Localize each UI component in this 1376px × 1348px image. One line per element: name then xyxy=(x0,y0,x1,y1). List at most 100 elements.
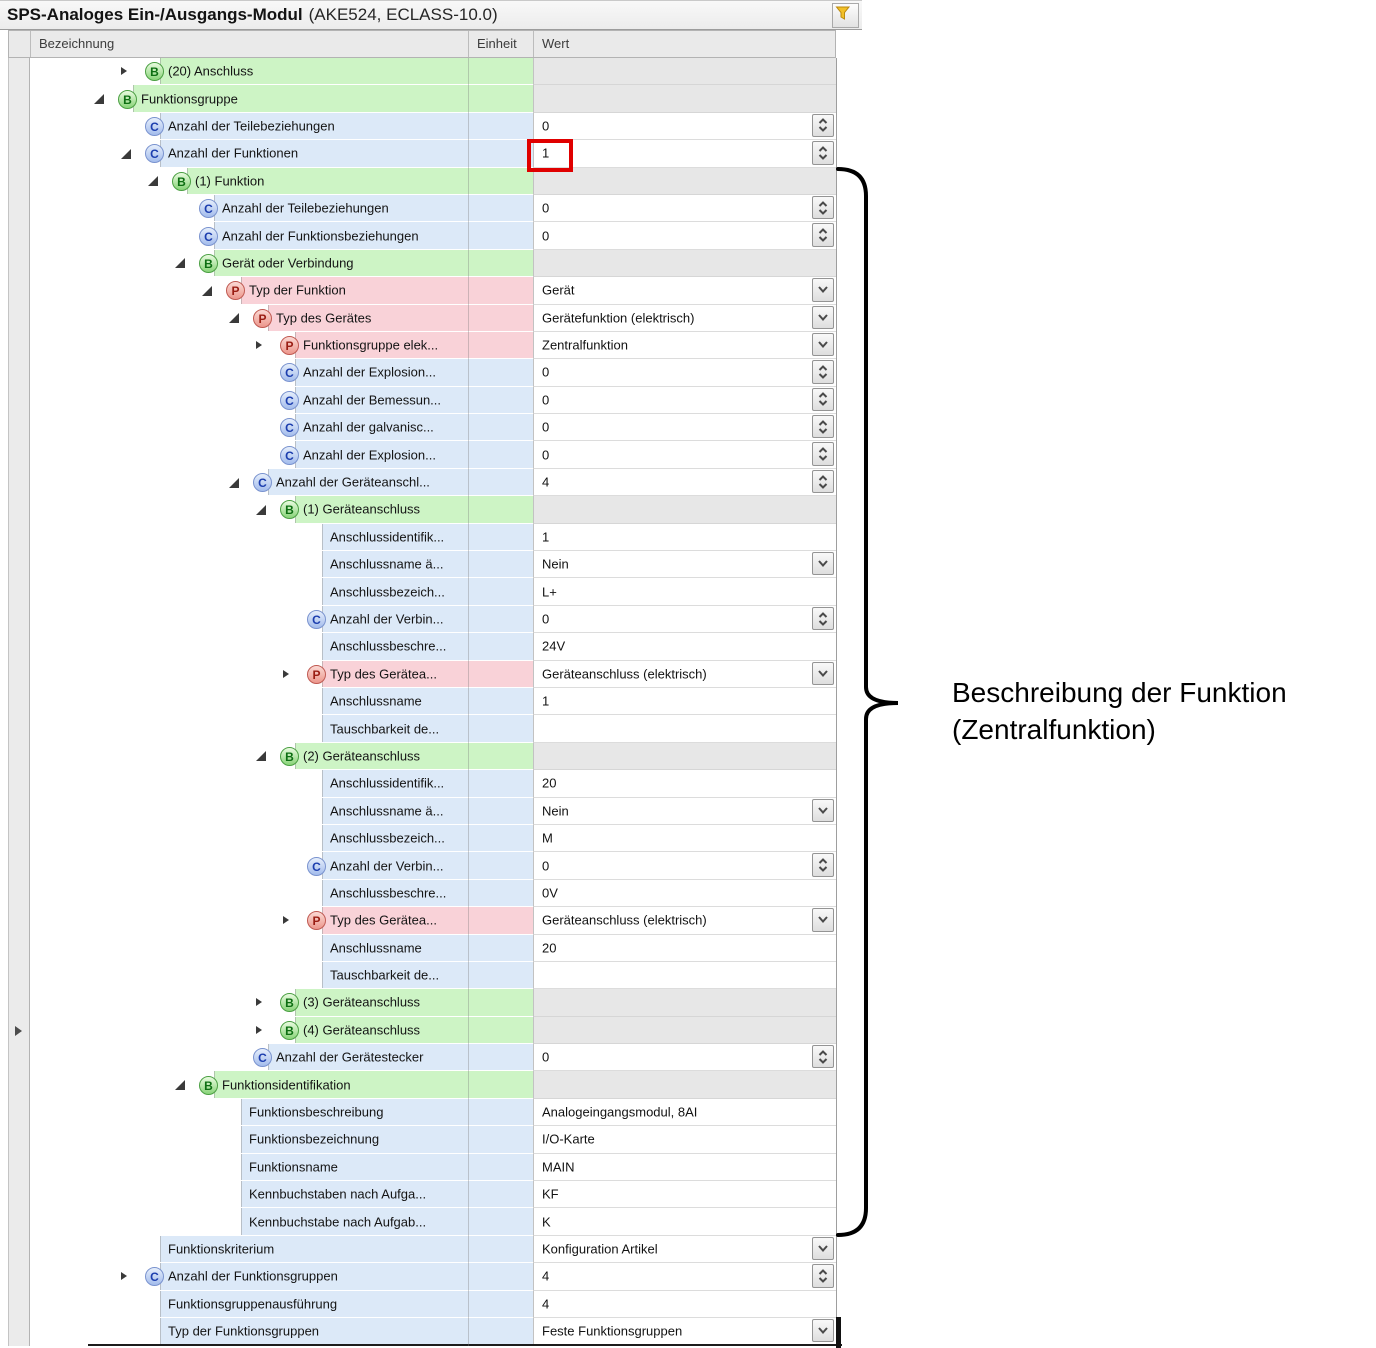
property-label-cell[interactable]: Typ der Funktion xyxy=(241,277,533,304)
value-cell[interactable]: K xyxy=(533,1208,836,1236)
property-label-cell[interactable]: Anzahl der Geräteanschl... xyxy=(268,468,533,496)
value-cell[interactable]: Geräteanschluss (elektrisch) xyxy=(533,907,836,935)
collapse-toggle-icon[interactable] xyxy=(148,176,158,187)
dropdown-control[interactable] xyxy=(812,552,834,576)
dropdown-control[interactable] xyxy=(812,661,834,685)
spinner-control[interactable] xyxy=(812,442,834,466)
value-cell[interactable]: Nein xyxy=(533,551,836,579)
property-label-cell[interactable]: Funktionsbezeichnung xyxy=(241,1126,533,1153)
value-cell[interactable] xyxy=(533,961,836,990)
spinner-control[interactable] xyxy=(812,415,834,439)
property-label-cell[interactable]: Funktionskriterium xyxy=(160,1235,533,1263)
expand-toggle-icon[interactable] xyxy=(283,669,289,678)
property-label-cell[interactable]: (4) Geräteanschluss xyxy=(295,1016,533,1044)
value-cell[interactable]: 1 xyxy=(533,687,836,716)
value-cell[interactable]: L+ xyxy=(533,578,836,606)
value-cell[interactable]: 0 xyxy=(533,386,836,415)
property-label-cell[interactable]: Anzahl der Teilebeziehungen xyxy=(214,194,533,222)
collapse-toggle-icon[interactable] xyxy=(229,477,239,488)
property-label-cell[interactable]: Anschlussbeschre... xyxy=(322,633,533,660)
property-label-cell[interactable]: Anzahl der Funktionen xyxy=(160,140,533,167)
value-cell[interactable]: KF xyxy=(533,1181,836,1209)
property-label-cell[interactable]: Typ des Gerätea... xyxy=(322,907,533,934)
value-cell[interactable]: 0 xyxy=(533,414,836,442)
spinner-control[interactable] xyxy=(812,223,834,247)
property-label-cell[interactable]: Anschlussname ä... xyxy=(322,797,533,824)
collapse-toggle-icon[interactable] xyxy=(256,751,266,762)
value-cell[interactable]: Konfiguration Artikel xyxy=(533,1235,836,1264)
property-label-cell[interactable]: Anschlussname xyxy=(322,934,533,961)
property-label-cell[interactable]: Anschlussname ä... xyxy=(322,551,533,578)
value-cell[interactable]: Feste Funktionsgruppen xyxy=(533,1317,836,1346)
property-label-cell[interactable]: Funktionsbeschreibung xyxy=(241,1098,533,1126)
value-cell[interactable]: 0 xyxy=(533,194,836,223)
property-label-cell[interactable]: Anzahl der galvanisc... xyxy=(295,414,533,441)
property-label-cell[interactable]: (1) Funktion xyxy=(187,167,533,194)
value-cell[interactable]: 4 xyxy=(533,468,836,497)
collapse-toggle-icon[interactable] xyxy=(94,94,104,105)
property-label-cell[interactable]: Anschlussidentifik... xyxy=(322,523,533,551)
property-label-cell[interactable]: (2) Geräteanschluss xyxy=(295,742,533,770)
value-cell[interactable]: 0V xyxy=(533,879,836,908)
value-cell[interactable]: 0 xyxy=(533,852,836,880)
property-label-cell[interactable]: Funktionsname xyxy=(241,1153,533,1181)
collapse-toggle-icon[interactable] xyxy=(175,1080,185,1091)
spinner-control[interactable] xyxy=(812,606,834,631)
property-label-cell[interactable]: Typ des Gerätes xyxy=(268,304,533,331)
property-label-cell[interactable]: (3) Geräteanschluss xyxy=(295,989,533,1016)
value-cell[interactable]: 1 xyxy=(533,140,836,168)
value-cell[interactable]: Zentralfunktion xyxy=(533,331,836,360)
property-label-cell[interactable]: Gerät oder Verbindung xyxy=(214,249,533,277)
dropdown-control[interactable] xyxy=(812,908,834,932)
dropdown-control[interactable] xyxy=(812,1318,834,1343)
spinner-control[interactable] xyxy=(812,113,834,138)
expand-toggle-icon[interactable] xyxy=(256,341,262,350)
collapse-toggle-icon[interactable] xyxy=(229,313,239,324)
value-cell[interactable]: Gerät xyxy=(533,277,836,305)
property-label-cell[interactable]: Anzahl der Explosion... xyxy=(295,359,533,386)
property-label-cell[interactable]: Anschlussbezeich... xyxy=(322,824,533,852)
spinner-control[interactable] xyxy=(812,1264,834,1288)
spinner-control[interactable] xyxy=(812,141,834,165)
dropdown-control[interactable] xyxy=(812,1236,834,1261)
property-label-cell[interactable]: Funktionsgruppe elek... xyxy=(295,331,533,359)
value-cell[interactable]: M xyxy=(533,824,836,853)
property-label-cell[interactable]: Funktionsgruppenausführung xyxy=(160,1290,533,1317)
value-cell[interactable]: 4 xyxy=(533,1263,836,1291)
value-cell[interactable]: 1 xyxy=(533,523,836,552)
dropdown-control[interactable] xyxy=(812,305,834,329)
property-label-cell[interactable]: Funktionsidentifikation xyxy=(214,1071,533,1098)
spinner-control[interactable] xyxy=(812,1045,834,1069)
property-label-cell[interactable]: Typ der Funktionsgruppen xyxy=(160,1317,533,1345)
expand-toggle-icon[interactable] xyxy=(256,1025,262,1034)
collapse-toggle-icon[interactable] xyxy=(256,504,266,515)
titlebar-corner-button[interactable] xyxy=(832,3,859,28)
expand-toggle-icon[interactable] xyxy=(121,1272,127,1281)
property-label-cell[interactable]: Tauschbarkeit de... xyxy=(322,715,533,742)
value-cell[interactable]: MAIN xyxy=(533,1153,836,1182)
property-label-cell[interactable]: Anzahl der Funktionsbeziehungen xyxy=(214,222,533,249)
value-cell[interactable] xyxy=(533,715,836,743)
value-cell[interactable]: Geräteanschluss (elektrisch) xyxy=(533,660,836,688)
dropdown-control[interactable] xyxy=(812,332,834,357)
property-label-cell[interactable]: Typ des Gerätea... xyxy=(322,660,533,687)
property-label-cell[interactable]: (1) Geräteanschluss xyxy=(295,496,533,523)
property-label-cell[interactable]: Anschlussbeschre... xyxy=(322,879,533,907)
value-cell[interactable]: 0 xyxy=(533,1044,836,1072)
property-label-cell[interactable]: Anzahl der Gerätestecker xyxy=(268,1044,533,1071)
property-label-cell[interactable]: Anschlussidentifik... xyxy=(322,770,533,797)
dropdown-control[interactable] xyxy=(812,798,834,822)
value-cell[interactable]: 0 xyxy=(533,441,836,469)
property-label-cell[interactable]: Anschlussname xyxy=(322,687,533,715)
property-label-cell[interactable]: Anzahl der Teilebeziehungen xyxy=(160,112,533,140)
property-label-cell[interactable]: Anzahl der Explosion... xyxy=(295,441,533,468)
collapse-toggle-icon[interactable] xyxy=(175,258,185,269)
property-label-cell[interactable]: (20) Anschluss xyxy=(160,58,533,85)
property-label-cell[interactable]: Anzahl der Bemessun... xyxy=(295,386,533,414)
spinner-control[interactable] xyxy=(812,195,834,220)
value-cell[interactable]: Nein xyxy=(533,797,836,825)
value-cell[interactable]: Gerätefunktion (elektrisch) xyxy=(533,304,836,332)
property-label-cell[interactable]: Anzahl der Verbin... xyxy=(322,852,533,879)
value-cell[interactable]: 0 xyxy=(533,222,836,250)
property-label-cell[interactable]: Anzahl der Funktionsgruppen xyxy=(160,1263,533,1290)
